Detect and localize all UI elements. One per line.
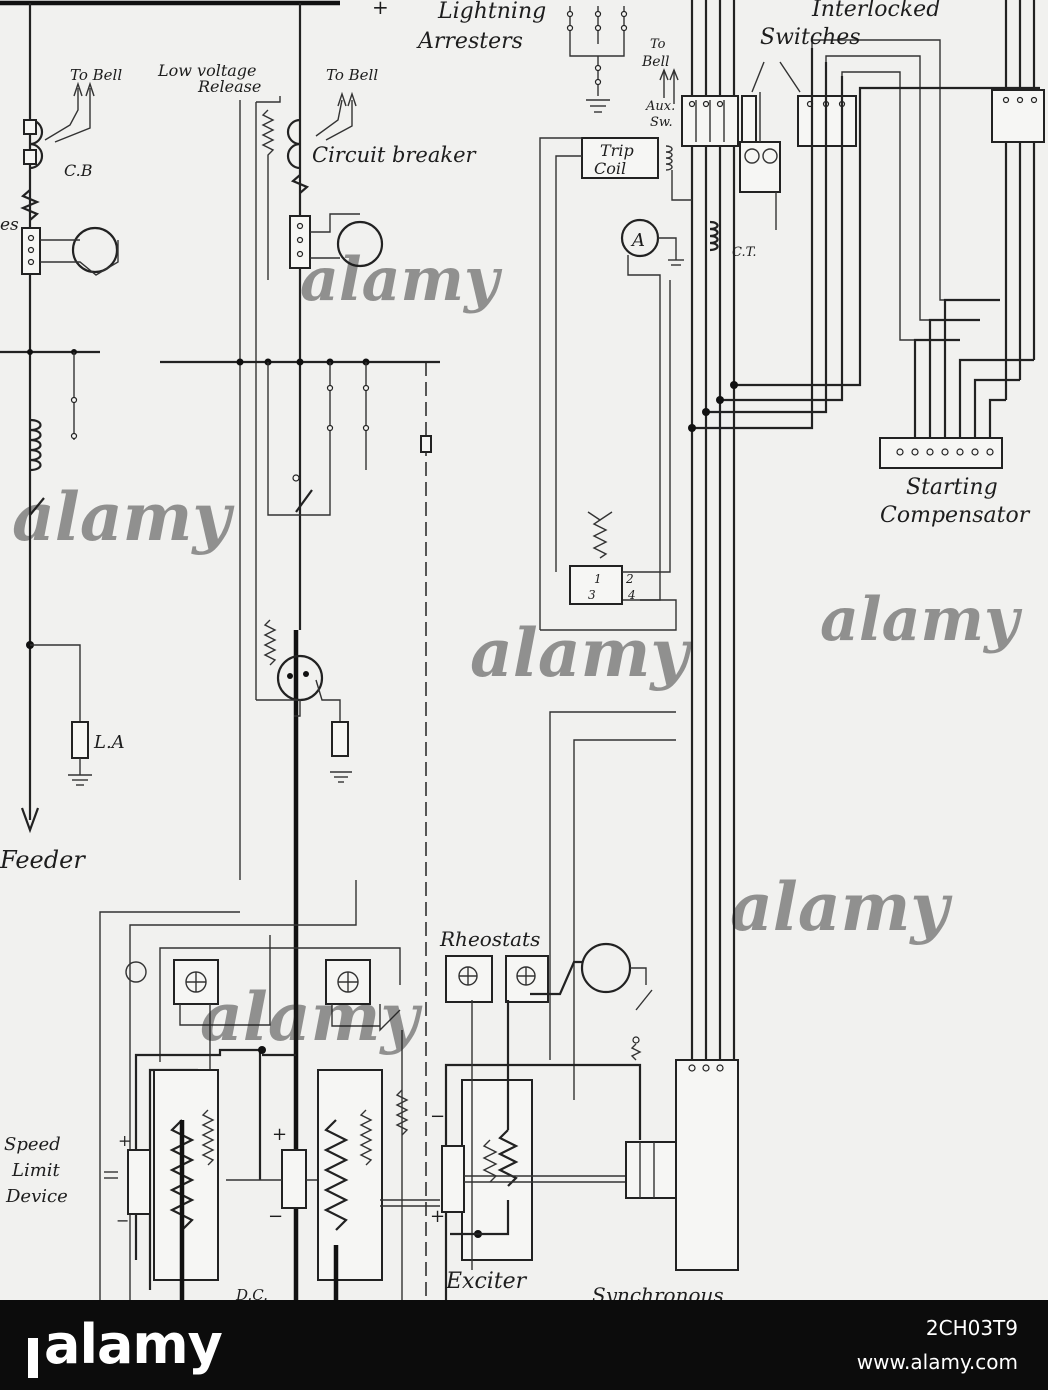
dc-machine-field-frame-2 — [317, 1069, 383, 1281]
left-cb-contact-1 — [23, 119, 37, 135]
compensator-terminals — [896, 448, 994, 456]
arresters-label: Arresters — [416, 29, 523, 54]
switches-label: Switches — [760, 25, 861, 50]
center-circuit-breaker — [286, 118, 301, 170]
center-meter — [336, 220, 384, 268]
dc-field-loop — [134, 1048, 262, 1260]
speed-limit-label-2: Limit — [11, 1160, 61, 1181]
left-switch — [29, 497, 45, 516]
watermark-6: alamy — [820, 585, 1023, 655]
brand-name: alamy — [44, 1313, 223, 1376]
relay-terminal-2: 2 — [625, 572, 634, 586]
compensator-label: Compensator — [880, 503, 1031, 528]
overload-relay — [569, 565, 623, 605]
left-lightning-arrester — [71, 721, 89, 759]
relay-terminal-3: 3 — [588, 588, 596, 602]
coil-label: Coil — [594, 159, 626, 178]
sw-label: Sw. — [650, 115, 673, 130]
relay-terminal-1: 1 — [594, 572, 602, 586]
trip-label: Trip — [600, 141, 634, 160]
speed-limit-label-3: Device — [5, 1186, 68, 1207]
watermark-2: alamy — [470, 614, 693, 692]
aux-switch — [741, 95, 757, 147]
center-resistor — [290, 174, 310, 194]
low-voltage-release-coil — [261, 109, 275, 280]
image-id: 2CH03T9 — [925, 1316, 1018, 1340]
partial-label-es: es — [0, 215, 19, 235]
exciter-minus-label: − — [430, 1106, 445, 1127]
bell-label: Bell — [641, 54, 670, 70]
wiring-diagram: + es To Bell C.B L.A Feeder — [0, 0, 1048, 1300]
current-transformer — [709, 220, 719, 252]
alamy-logo[interactable]: alamy — [28, 1310, 223, 1380]
brand-mark-icon — [28, 1325, 38, 1378]
watermark-3: alamy — [730, 868, 953, 946]
cb-label: C.B — [64, 161, 93, 180]
left-cb-bell-wire-2 — [54, 88, 91, 143]
watermark-5: alamy — [300, 245, 503, 315]
lightning-label: Lightning — [437, 0, 546, 24]
lightning-arresters — [566, 6, 628, 113]
ammeter-label: A — [630, 230, 645, 251]
la-label: L.A — [93, 732, 125, 753]
fuse — [420, 435, 432, 453]
exciter-brushes — [441, 1145, 465, 1213]
stock-footer-bar: alamy 2CH03T9 www.alamy.com — [0, 1300, 1048, 1390]
left-bell-arrow-2 — [85, 81, 95, 97]
left-resistor — [20, 189, 40, 221]
center-field-meter — [276, 654, 324, 702]
dc-armature-brushes — [281, 1149, 307, 1209]
to-label: To — [650, 37, 666, 52]
dc-plus-label: + — [272, 1124, 287, 1145]
left-cb-bell-wire — [44, 88, 79, 141]
watermark-1: alamy — [12, 478, 235, 556]
panel-hole — [125, 961, 147, 983]
left-bell-arrow-1 — [73, 81, 83, 97]
speed-minus-label: − — [116, 1211, 129, 1230]
dc-machine-field-frame — [153, 1069, 219, 1281]
site-url-link[interactable]: www.alamy.com — [856, 1350, 1018, 1374]
center-lightning-arrester — [331, 721, 349, 757]
left-cb-contact-2 — [23, 149, 37, 165]
circuit-breaker-label: Circuit breaker — [312, 143, 478, 167]
left-meter — [71, 226, 119, 274]
exciter-rheostat-1 — [445, 955, 493, 1003]
trip-coil — [581, 137, 659, 179]
center-switch — [295, 489, 313, 513]
shunt-field-coil — [323, 1119, 349, 1231]
rheostats-label: Rheostats — [439, 927, 540, 951]
bus-plus-label: + — [372, 0, 389, 19]
low-voltage-release-label-1: Low voltage — [157, 61, 257, 80]
dc-label: D.C. — [235, 1286, 268, 1300]
field-ammeter — [580, 942, 632, 994]
synchronous-rotor — [625, 1141, 677, 1199]
exciter-plus-label: + — [430, 1206, 445, 1227]
feeder-label: Feeder — [0, 846, 86, 874]
dc-minus-label: − — [268, 1206, 283, 1227]
center-to-bell-label: To Bell — [326, 66, 378, 84]
aux-label: Aux. — [645, 99, 675, 114]
feeder-arrow — [20, 807, 40, 834]
ct-label: C.T. — [732, 245, 757, 260]
speed-limit-label-1: Speed — [4, 1134, 61, 1155]
synchronous-label: Synchronous — [592, 1283, 724, 1300]
left-inductor — [29, 418, 42, 472]
synchronous-motor — [675, 1059, 739, 1271]
relay-terminal-4: 4 — [627, 588, 636, 602]
speed-plus-label: + — [118, 1131, 131, 1150]
left-to-bell-label: To Bell — [70, 66, 122, 84]
exciter-label: Exciter — [445, 1269, 528, 1294]
starting-label: Starting — [906, 475, 998, 500]
watermark-4: alamy — [200, 978, 423, 1056]
low-voltage-release-label-2: Release — [197, 77, 261, 96]
interlocked-label: Interlocked — [811, 0, 940, 22]
speed-limit-device — [127, 1149, 151, 1215]
